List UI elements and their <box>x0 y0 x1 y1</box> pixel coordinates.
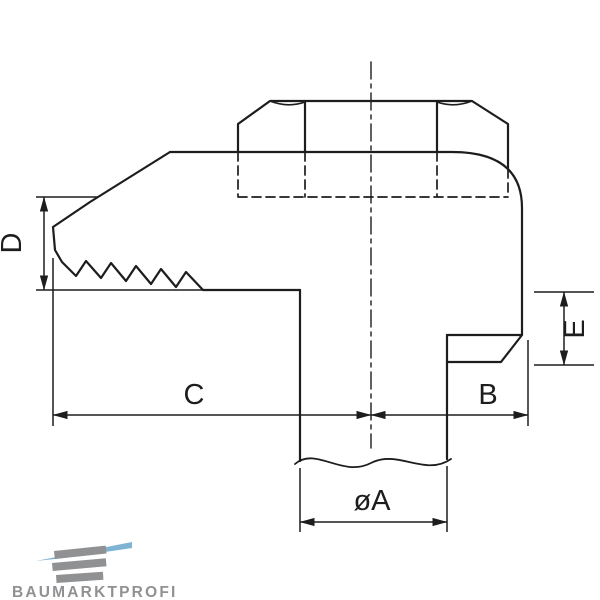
dimension-annotations: D E C B øA <box>0 196 594 532</box>
dimension-d-label: D <box>0 233 28 254</box>
brand-logo: BAUMARKTPROFI <box>12 542 178 600</box>
bolt-shank-edges <box>298 288 449 463</box>
shank-break-line <box>294 457 452 469</box>
dimension-d-extension-lines <box>36 196 203 291</box>
dimension-b: B <box>370 340 529 426</box>
hex-head-hidden-lines <box>237 151 509 198</box>
hex-bolt-head <box>236 99 510 198</box>
hex-head-outline <box>236 99 510 171</box>
dimension-c: C <box>52 258 372 426</box>
hex-head-chamfer-arcs <box>269 100 473 106</box>
dimension-e-label: E <box>559 319 591 338</box>
logo-planks-icon <box>51 545 107 583</box>
dimension-a-label: øA <box>353 485 391 517</box>
dimension-b-label: B <box>478 379 497 411</box>
drawing-ink <box>51 61 524 469</box>
part-body-outline <box>51 150 524 364</box>
dimension-c-label: C <box>184 379 205 411</box>
hex-head-face-lines <box>303 99 439 154</box>
logo-text: BAUMARKTPROFI <box>12 584 178 600</box>
dimension-a: øA <box>299 466 448 532</box>
dimension-d: D <box>0 196 203 291</box>
dimension-e: E <box>534 291 594 366</box>
